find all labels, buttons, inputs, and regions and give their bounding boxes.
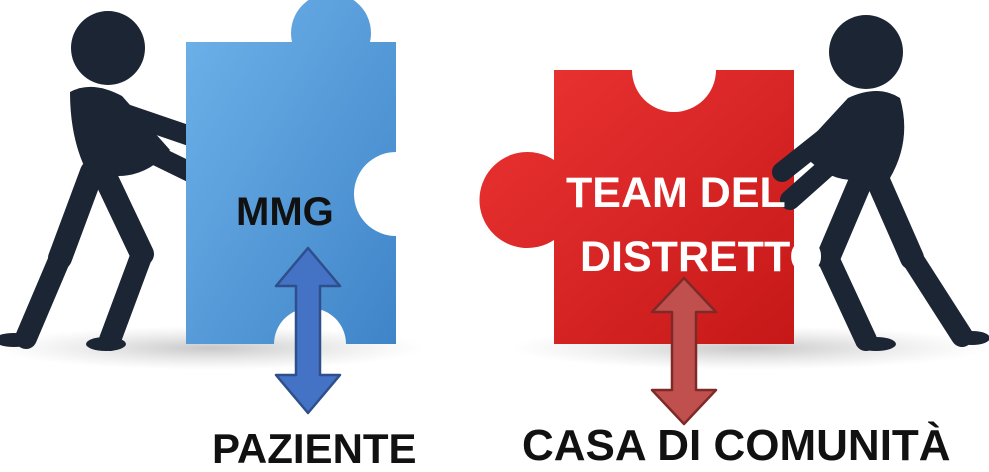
team-label-line2: DISTRETTO xyxy=(580,233,823,281)
person-pushing-icon-right xyxy=(772,15,989,351)
double-arrow-icon-right xyxy=(650,276,718,426)
puzzle-piece-icon-left xyxy=(186,0,396,344)
mmg-label: MMG xyxy=(236,190,334,234)
person-pushing-icon-left xyxy=(0,11,206,351)
puzzle-piece-icon-right xyxy=(479,70,794,344)
casa-di-comunita-label: CASA DI COMUNITÀ xyxy=(522,421,951,470)
team-label-line1: TEAM DEL xyxy=(566,169,786,217)
paziente-label: PAZIENTE xyxy=(212,425,417,472)
double-arrow-icon-left xyxy=(274,246,342,415)
